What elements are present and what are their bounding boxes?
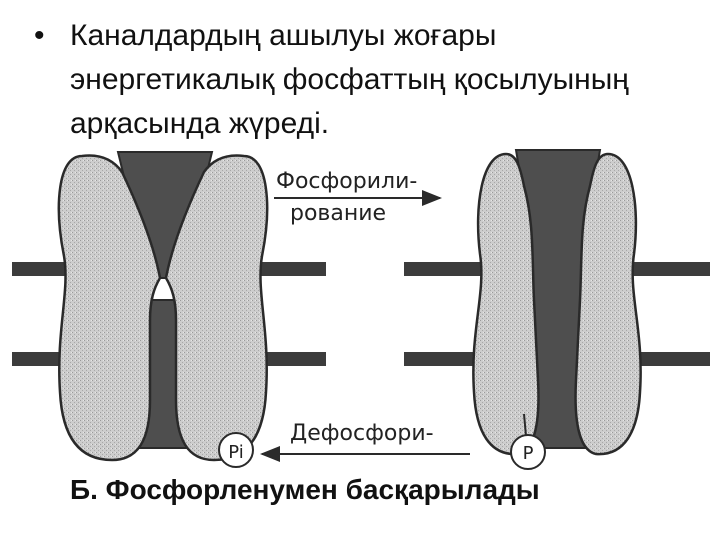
open-channel [404,149,710,456]
bullet-text-block: • Каналдардың ашылуы жоғары энергетикалы… [34,14,694,146]
protein-subunit-left-b [164,154,269,462]
protein-subunit-right-b [574,152,642,456]
bullet-symbol: • [34,19,45,52]
dephosphorylation-arrow: Дефосфори- [260,421,470,462]
released-phosphate: Pi [218,432,254,468]
bullet-line-2: энергетикалық фосфаттың қосылуының [70,63,629,96]
protein-subunit-right-a [472,152,540,456]
bullet-line-1: Каналдардың ашылуы жоғары [70,19,497,52]
phosphorylation-label-line2: рование [290,201,386,226]
protein-subunit-left-a [57,154,162,462]
phosphorylation-label-line1: Фосфорили- [276,169,417,194]
dephosphorylation-label: Дефосфори- [290,421,434,446]
phosphorylation-arrow: Фосфорили- рование [274,169,442,226]
closed-channel [12,151,326,462]
bound-phosphate-label: P [523,443,534,464]
diagram-caption: Б. Фосфорленумен басқарылады [70,474,540,505]
released-phosphate-label: Pi [228,442,243,463]
bound-phosphate: P [510,413,546,470]
bullet-line-3: арқасында жүреді. [70,107,330,140]
